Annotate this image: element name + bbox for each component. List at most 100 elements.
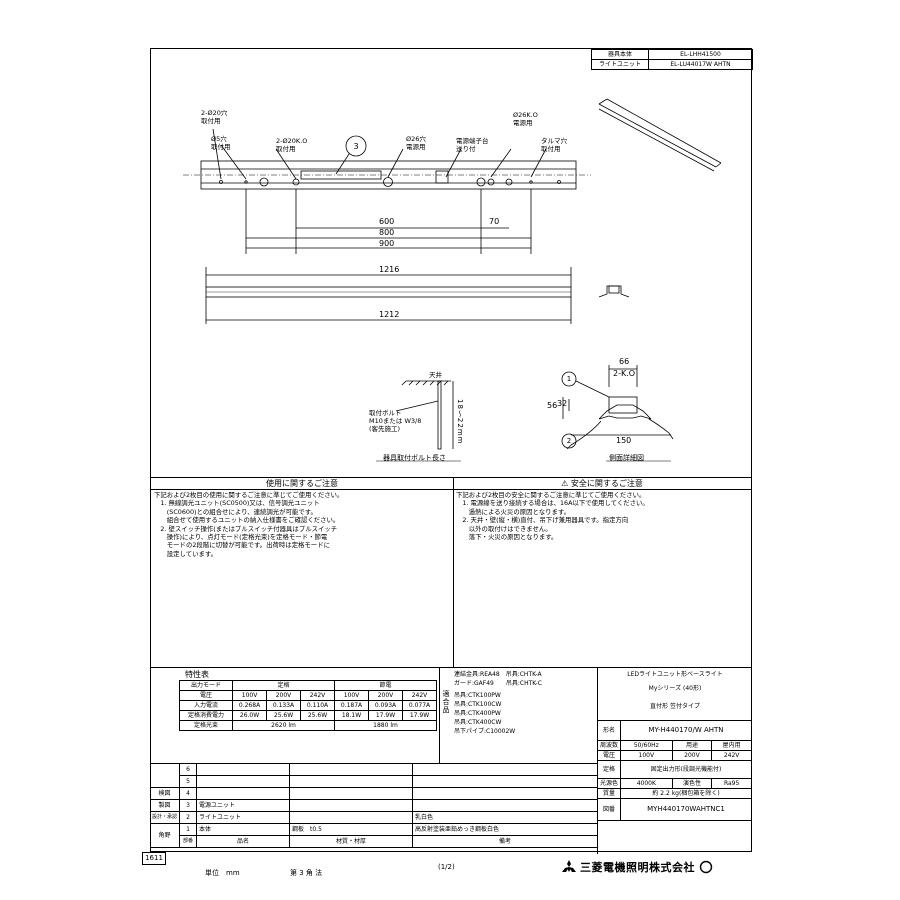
dim-32: 32 [557,399,568,408]
technical-drawing [183,98,722,462]
footer-unit: 単位 mm [205,869,240,877]
safety-notes: ⚠ 安全に関するご注意 下記および2枚目の安全に関するご注意に準じてご使用くださ… [453,477,751,668]
dim-1212: 1212 [379,310,400,319]
use-value: 屋内用 [711,740,752,751]
rating-label: 定格 [596,760,622,779]
side-label-design: 設計・承認 [150,811,181,824]
spec-cell: 0.110A [300,700,335,711]
dim-800: 800 [379,228,395,237]
part-no: 2 [179,811,198,824]
spec-cell: 0.093A [367,700,403,711]
side-label-approver: 角野 [150,823,181,848]
parts-header-name: 品名 [196,835,291,848]
accessory-line: 連結金具:REA48 吊具:CHTK-A [454,671,542,678]
spec-rated-header: 定格 [232,680,335,691]
side-label-check: 検図 [150,787,181,800]
spec-save-header: 節電 [334,680,437,691]
product-table: 形名 MY-H440170/W AHTN 周波数 50/60Hz 用途 屋内用 … [596,720,752,821]
volt-value: 242V [711,750,752,761]
callout-hole-5: Ø5穴取付用 [211,135,231,151]
parts-header-material: 材質・材厚 [289,835,414,848]
part-name [196,763,291,776]
accessory-line: 吊具:CTK100CW [454,701,502,708]
bolt-length: 18～22mm [456,399,464,445]
accessory-line: ガード:GAF49 吊具:CHTK-C [454,680,542,687]
spec-cell: 18.1W [334,710,369,721]
spec-cell: 25.6W [300,710,335,721]
usage-notes-body: 下記および2枚目の使用に関するご注意に準じてご使用ください。 1. 無線調光ユニ… [154,491,344,558]
bolt-ceiling-label: 天井 [429,371,442,379]
accessory-line: 吊具:CTK100PW [454,692,501,699]
accessory-line: 吊下パイプ:C10002W [454,728,516,735]
mitsubishi-logo-icon [562,860,576,872]
color-value: 4000K [620,778,673,789]
accessory-line: 吊具:CTK400PW [454,710,501,717]
cri-label: 演色性 [671,778,713,789]
part-note [412,775,598,788]
part-no: 6 [179,763,198,776]
spec-voltage: 200V [367,690,403,701]
freq-value: 50/60Hz [620,740,673,751]
cri-value: Ra95 [711,778,752,789]
accessories-side-label: 適合品 [442,690,450,714]
spec-cell: 0.268A [232,700,268,711]
spec-voltage: 100V [232,690,268,701]
bolt-spec: 取付ボルト M10または W3/8 (客先施工) [369,409,422,433]
spec-cell: 0.187A [334,700,369,711]
section-num-2: 2 [566,437,572,445]
dim-150: 150 [616,436,632,445]
spec-voltage: 100V [334,690,369,701]
part-note: 高反射塗装亜鉛めっき鋼板白色 [412,823,598,836]
part-note [412,799,598,812]
part-note [412,787,598,800]
side-label [150,763,181,788]
dim-56: 56 [547,401,558,410]
header-table: 器具本体 EL-LHH41500 ライトユニット EL-LU44017W AHT… [591,49,753,70]
product-info: LEDライトユニット形ベースライト Myシリーズ (40形) 直付形 笠付タイプ… [596,667,752,854]
parts-header-note: 備考 [412,835,598,848]
company-name: 三菱電機照明株式会社 [580,861,695,874]
type-label: 形名 [596,720,622,741]
part-material [289,799,414,812]
dim-600: 600 [379,217,395,226]
circle-mark-icon [699,860,713,874]
spec-voltage: 200V [266,690,302,701]
callout-terminal: 電源端子台送り付 [456,137,489,153]
spec-cell: 17.9W [367,710,403,721]
part-no: 4 [179,787,198,800]
drawing-sheet: 器具本体 EL-LHH41500 ライトユニット EL-LU44017W AHT… [150,48,753,854]
product-name-3: 直付形 笠付タイプ [650,703,700,710]
part-no: 3 [179,799,198,812]
drawno-value: MYH440170WAHTNC1 [620,798,752,821]
use-label: 用途 [671,740,713,751]
spec-title: 特性表 [185,670,209,679]
usage-notes: 使用に関するご注意 下記および2枚目の使用に関するご注意に準じてご使用ください。… [151,477,454,668]
spec-cell: 0.133A [266,700,302,711]
volt-value: 100V [620,750,673,761]
freq-label: 周波数 [596,740,622,751]
part-note: 乳白色 [412,811,598,824]
part-material [289,775,414,788]
dim-70: 70 [489,217,500,226]
drawno-label: 図番 [596,798,622,821]
safety-notes-title: ⚠ 安全に関するご注意 [453,478,751,490]
part-name [196,775,291,788]
volt-value: 200V [671,750,713,761]
section-num-1: 1 [566,375,572,383]
dim-900: 900 [379,239,395,248]
accessories-list: 連結金具:REA48 吊具:CHTK-A ガード:GAF49 吊具:CHTK-C… [454,670,542,736]
part-name: 本体 [196,823,291,836]
callout-hole-20: 2-Ø20穴取付用 [201,109,228,125]
spec-cell: 26.0W [232,710,268,721]
part-name: ライトユニット [196,811,291,824]
part-material [289,787,414,800]
footer-page: (1/2) [438,863,455,871]
callout-part-3: 3 [353,142,359,151]
section-caption: 側面詳細図 [609,454,644,462]
spec-voltage-label: 電圧 [178,690,234,701]
dim-66: 66 [619,357,630,366]
usage-notes-title: 使用に関するご注意 [151,478,453,490]
spec-flux-rated: 2620 lm [232,720,335,731]
